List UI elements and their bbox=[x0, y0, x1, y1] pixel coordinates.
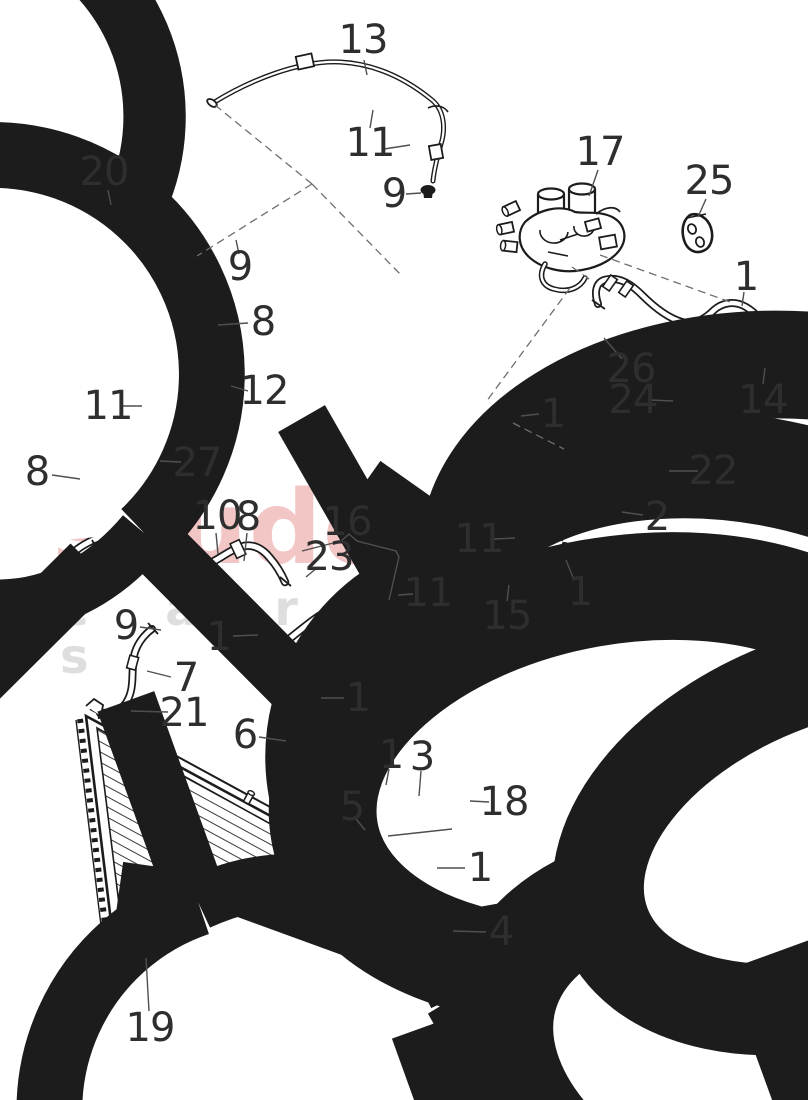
part-callout-13: 13 bbox=[338, 17, 389, 63]
part-callout-1: 1 bbox=[540, 391, 566, 437]
part-callout-2: 2 bbox=[644, 494, 670, 540]
leader-line bbox=[232, 634, 259, 637]
part-callout-5: 5 bbox=[339, 784, 365, 830]
part-callout-9: 9 bbox=[227, 244, 253, 290]
leader-line bbox=[107, 189, 112, 206]
part-callout-9: 9 bbox=[381, 171, 407, 217]
part-callout-11: 11 bbox=[403, 570, 454, 616]
part-callout-9: 9 bbox=[113, 603, 139, 649]
assembly-dashed-line bbox=[599, 254, 734, 304]
part-callout-12: 12 bbox=[239, 368, 290, 414]
leader-line bbox=[588, 169, 599, 197]
part-callout-7: 7 bbox=[173, 655, 199, 701]
part-callout-11: 11 bbox=[454, 516, 505, 562]
leader-line bbox=[139, 626, 162, 631]
leader-line bbox=[649, 399, 674, 402]
leader-line bbox=[469, 800, 490, 803]
part-callout-3: 3 bbox=[409, 734, 435, 780]
part-callout-14: 14 bbox=[738, 377, 789, 423]
assembly-dashed-line bbox=[311, 183, 403, 277]
part-callout-17: 17 bbox=[575, 129, 626, 175]
part-callout-15: 15 bbox=[482, 593, 533, 639]
assembly-dashed-line bbox=[512, 422, 565, 450]
part-callout-1: 1 bbox=[733, 254, 759, 300]
leader-line bbox=[363, 59, 368, 76]
part-callout-4: 4 bbox=[488, 909, 514, 955]
part-callout-1: 1 bbox=[378, 732, 404, 778]
valve-assembly-17 bbox=[495, 182, 626, 294]
cap-nut-9 bbox=[420, 185, 436, 198]
assembly-dashed-line bbox=[571, 266, 593, 282]
retaining-clip-1 bbox=[558, 537, 568, 561]
leader-line bbox=[355, 818, 366, 831]
hose-14 bbox=[591, 273, 775, 371]
part-callout-8: 8 bbox=[235, 494, 261, 540]
leader-line bbox=[397, 593, 414, 596]
part-callout-8: 8 bbox=[250, 299, 276, 345]
part-callout-1: 1 bbox=[467, 845, 493, 891]
leader-line bbox=[565, 559, 575, 581]
leader-line bbox=[301, 533, 400, 601]
part-callout-18: 18 bbox=[479, 779, 530, 825]
assembly-dashed-line bbox=[214, 104, 313, 185]
part-callout-22: 22 bbox=[688, 448, 739, 494]
part-callout-8: 8 bbox=[24, 449, 50, 495]
part-callout-1: 1 bbox=[206, 614, 232, 660]
part-callout-27: 27 bbox=[172, 440, 223, 486]
leader-line bbox=[230, 385, 249, 392]
leader-line bbox=[697, 198, 707, 218]
leader-line bbox=[305, 566, 319, 578]
part-callout-20: 20 bbox=[79, 149, 130, 195]
leader-line bbox=[217, 322, 249, 326]
leader-line bbox=[762, 367, 766, 385]
vent-pipe-13 bbox=[206, 52, 449, 184]
part-callout-23: 23 bbox=[304, 534, 355, 580]
leader-line bbox=[603, 337, 623, 360]
leader-line bbox=[385, 768, 390, 786]
leader-line bbox=[146, 670, 172, 678]
leader-line bbox=[130, 710, 169, 713]
leader-line bbox=[145, 957, 150, 1012]
leader-line bbox=[493, 537, 516, 540]
leader-line bbox=[452, 930, 487, 933]
leader-line bbox=[235, 239, 240, 255]
part-callout-26: 26 bbox=[606, 346, 657, 392]
leader-line bbox=[159, 460, 182, 463]
part-callout-11: 11 bbox=[345, 120, 396, 166]
part-callout-11: 11 bbox=[83, 383, 134, 429]
assembly-dashed-line bbox=[196, 183, 313, 257]
part-callout-1: 1 bbox=[345, 675, 371, 721]
leader-line bbox=[369, 109, 374, 129]
part-callout-24: 24 bbox=[608, 377, 659, 423]
leader-line bbox=[621, 511, 644, 516]
part-callout-1: 1 bbox=[567, 569, 593, 615]
leader-line bbox=[387, 828, 453, 837]
part-callout-10: 10 bbox=[192, 493, 243, 539]
leader-line bbox=[215, 532, 219, 555]
leader-line bbox=[506, 584, 510, 602]
leader-line bbox=[383, 144, 411, 150]
leader-line bbox=[51, 474, 81, 480]
leader-line bbox=[418, 770, 422, 797]
leader-line bbox=[405, 192, 422, 195]
bracket-25 bbox=[681, 212, 714, 254]
part-callout-16: 16 bbox=[322, 499, 373, 545]
part-callout-25: 25 bbox=[684, 158, 735, 204]
part-callout-21: 21 bbox=[159, 690, 210, 736]
leader-line bbox=[243, 532, 248, 562]
part-callout-19: 19 bbox=[125, 1005, 176, 1051]
leader-line bbox=[520, 413, 540, 417]
assembly-dashed-line bbox=[485, 287, 571, 403]
leader-line bbox=[258, 736, 287, 742]
part-callout-6: 6 bbox=[232, 712, 258, 758]
leader-line bbox=[741, 291, 745, 307]
